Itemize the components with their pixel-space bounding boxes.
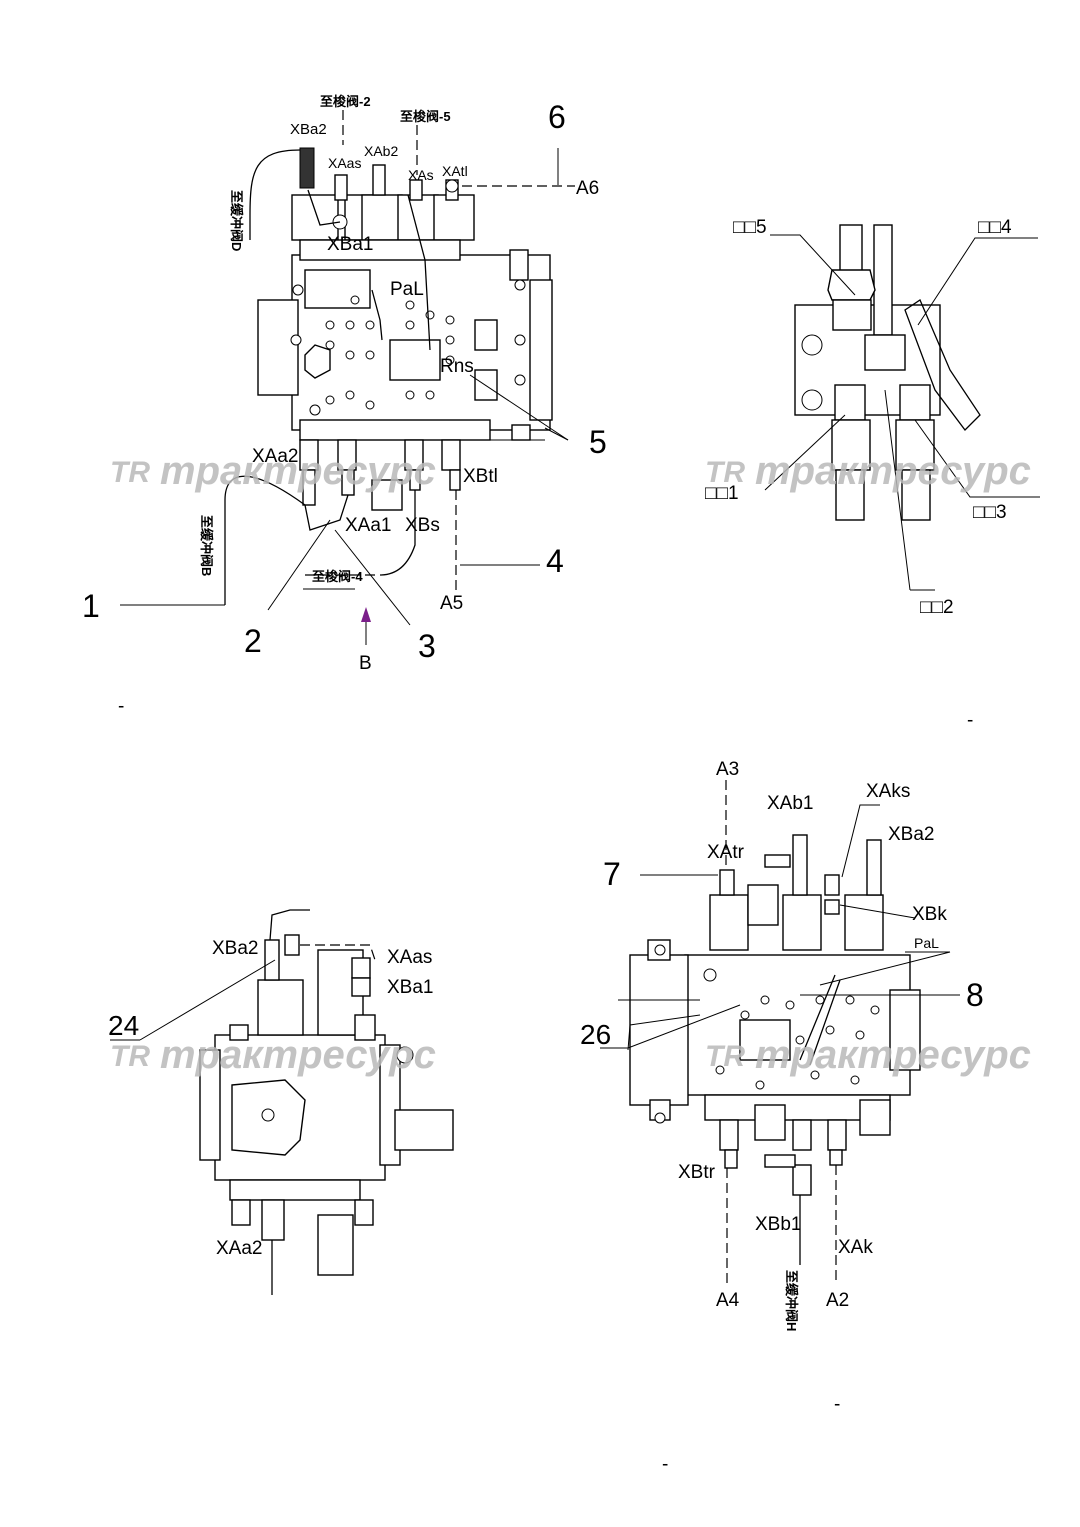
port-xak: XAk — [838, 1237, 873, 1258]
view-arrow-b — [361, 607, 371, 645]
port-xba2-br: XBa2 — [888, 824, 934, 845]
port-xba2-bl: XBa2 — [212, 938, 258, 959]
lower-rail — [299, 419, 491, 441]
port-xbb1: XBb1 — [755, 1214, 801, 1235]
port-xba1: XBa1 — [327, 234, 373, 255]
watermark-logo: TR — [110, 456, 150, 489]
note-to-valve-4: 至梭阀-4 — [312, 569, 363, 584]
label-4: □□4 — [978, 217, 1012, 238]
port-xaas-bl: XAas — [387, 947, 432, 968]
body-details — [290, 269, 526, 416]
port-xaa2-bl: XAa2 — [216, 1238, 262, 1259]
note-to-valve-5: 至梭阀-5 — [400, 109, 451, 124]
mark-4: - — [662, 1454, 668, 1475]
callout-2: 2 — [244, 623, 262, 659]
port-xaks: XAks — [866, 781, 910, 802]
valve-view-top-left: 1 2 3 4 5 6 至梭阀-2 至梭阀-5 至梭阀-4 至缓冲阀D 至缓冲阀… — [82, 94, 607, 674]
note-to-buffer-b: 至缓冲阀B — [199, 515, 214, 576]
mark-1: - — [118, 696, 124, 717]
callout-1: 1 — [82, 588, 100, 624]
label-3: □□3 — [973, 502, 1007, 523]
top-spool-caps — [291, 194, 475, 261]
valve-view-bottom-right: 7 8 26 A3 XAb1 XAks XBa2 XAtr XBk PaL XB… — [580, 759, 984, 1331]
watermark-text: трактресурс — [755, 1033, 1031, 1077]
right-end-cap — [529, 279, 553, 421]
label-5: □□5 — [733, 217, 767, 238]
ref-a2: A2 — [826, 1290, 849, 1311]
callout-8: 8 — [966, 977, 984, 1013]
watermark-text: трактресурс — [160, 449, 436, 493]
port-xaa1: XAa1 — [345, 515, 391, 536]
bottom-fittings — [299, 424, 531, 511]
port-xbtl: XBtl — [463, 466, 498, 487]
callout-6: 6 — [548, 99, 566, 135]
label-2: □□2 — [920, 597, 954, 618]
note-to-valve-2: 至梭阀-2 — [320, 94, 371, 109]
ref-b: B — [359, 653, 372, 674]
watermark-logo: TR — [705, 1040, 745, 1073]
watermark-1: TR трактресурс — [110, 449, 436, 493]
mark-3: - — [834, 1394, 840, 1415]
watermark-text: трактресурс — [755, 449, 1031, 493]
callout-leaders — [120, 148, 569, 626]
port-xas: XAs — [408, 167, 434, 183]
port-xaas: XAas — [328, 155, 361, 171]
port-xab2: XAb2 — [364, 143, 398, 159]
port-pal: PaL — [390, 279, 424, 300]
port-xba1-bl: XBa1 — [387, 977, 433, 998]
callout-3: 3 — [418, 628, 436, 664]
port-pal-br: PaL — [914, 935, 939, 951]
callout-7: 7 — [603, 856, 621, 892]
watermark-3: TR трактресурс — [110, 1033, 436, 1077]
top-fittings — [299, 147, 529, 281]
watermark-text: трактресурс — [160, 1033, 436, 1077]
watermark-logo: TR — [110, 1040, 150, 1073]
port-xatr: XAtr — [707, 842, 745, 863]
port-rns: Rns — [440, 356, 474, 377]
callout-26: 26 — [580, 1019, 611, 1050]
port-xba2: XBa2 — [290, 121, 327, 138]
note-to-buffer-h: 至缓冲阀H — [784, 1270, 799, 1331]
ref-a4: A4 — [716, 1290, 740, 1311]
fitting-detail-top-right: □□5 □□4 □□1 □□3 □□2 — [705, 217, 1040, 618]
port-xaa2: XAa2 — [252, 446, 298, 467]
ref-a6: A6 — [576, 178, 599, 199]
mark-2: - — [967, 710, 973, 731]
port-xbtr: XBtr — [678, 1162, 716, 1183]
valve-view-bottom-left: XBa2 XAas XBa1 XAa2 24 — [108, 909, 454, 1295]
callout-4: 4 — [546, 543, 564, 579]
port-xbs: XBs — [405, 515, 440, 536]
callout-5: 5 — [589, 424, 607, 460]
port-xatl: XAtl — [442, 163, 468, 179]
watermark-2: TR трактресурс — [705, 449, 1031, 493]
note-to-buffer-d: 至缓冲阀D — [229, 190, 244, 251]
watermark-logo: TR — [705, 456, 745, 489]
ref-a5: A5 — [440, 593, 463, 614]
left-end-cap — [257, 299, 299, 396]
callout-24: 24 — [108, 1010, 139, 1041]
label-1: □□1 — [705, 483, 739, 504]
port-xab1: XAb1 — [767, 793, 813, 814]
port-xbk: XBk — [912, 904, 947, 925]
watermark-4: TR трактресурс — [705, 1033, 1031, 1077]
pilot-hoses — [224, 149, 545, 605]
ref-a3: A3 — [716, 759, 739, 780]
